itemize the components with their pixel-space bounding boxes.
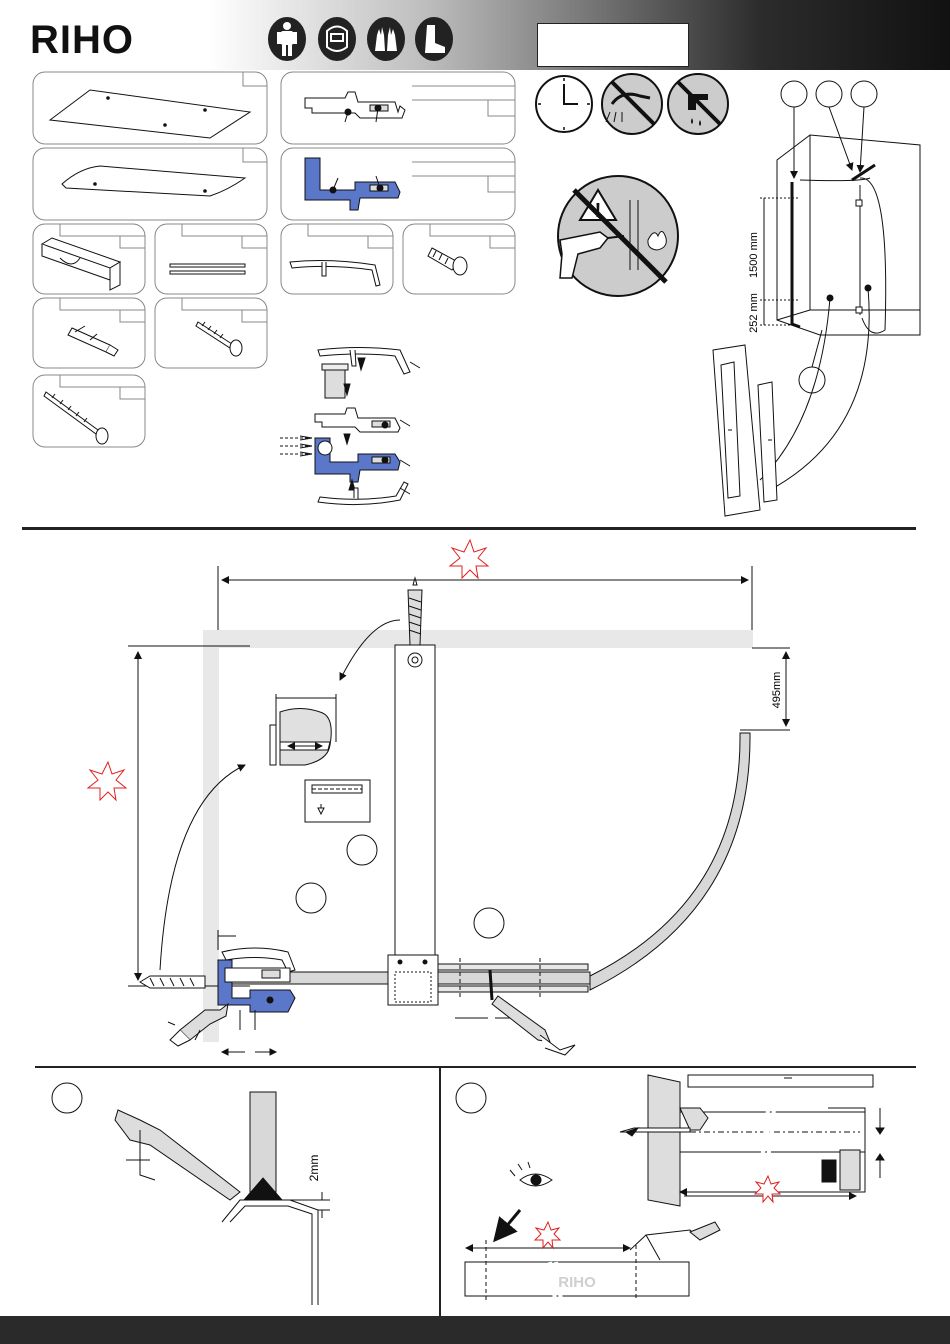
dim-495-text: 495mm — [771, 672, 783, 709]
warning-star-4 — [535, 1222, 560, 1248]
callout-circle-3 — [851, 81, 877, 107]
no-water-tap-icon — [668, 74, 728, 134]
silicone-gun-right-icon — [492, 996, 575, 1055]
part-box-long-screw — [33, 375, 145, 447]
dim-252-text: 252 mm — [748, 293, 760, 333]
clock-24h-icon — [536, 76, 592, 132]
callout-circle-2 — [816, 81, 842, 107]
part-box-dowel — [33, 298, 145, 368]
footer-riho-label: RIHO — [558, 1274, 596, 1291]
callout-circle-7 — [474, 908, 504, 938]
warning-star-2 — [88, 762, 126, 800]
no-shower-icon — [602, 74, 662, 134]
callout-circle-9 — [456, 1083, 486, 1113]
separator-vertical — [439, 1068, 441, 1316]
separator-1 — [22, 527, 916, 530]
dim-2mm-text: 2mm — [307, 1155, 321, 1182]
part-box-seals — [155, 224, 267, 294]
footer-bar — [0, 1316, 950, 1344]
no-drilling-pipes-icon: ! — [558, 176, 678, 296]
warning-star-3 — [755, 1176, 780, 1202]
callout-circle-5 — [347, 835, 377, 865]
warning-star-1 — [450, 540, 488, 578]
callout-circle-6 — [296, 883, 326, 913]
callout-circle-1 — [781, 81, 807, 107]
separator-2 — [35, 1066, 916, 1068]
callout-circle-4 — [799, 367, 825, 393]
callout-circle-8 — [52, 1083, 82, 1113]
dim-1500-text: 1500 mm — [748, 232, 760, 278]
